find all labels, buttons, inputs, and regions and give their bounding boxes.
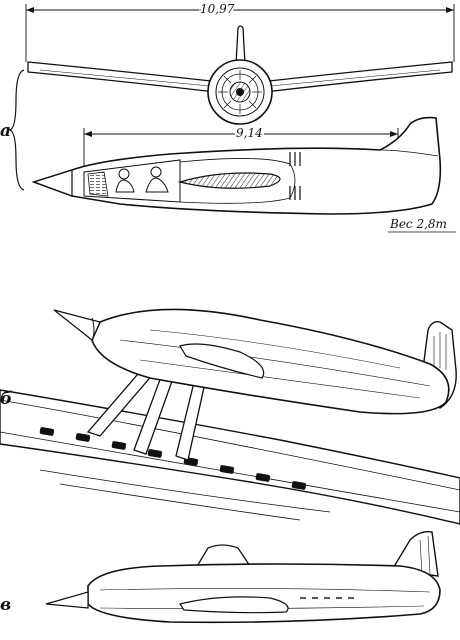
side-view-fin: [390, 530, 439, 577]
plan-view-fuselage: [31, 116, 442, 215]
length-dimension-label: 9,14: [236, 126, 263, 140]
span-dimension-label: 10,97: [200, 2, 235, 16]
span-dimension-line: [25, 4, 455, 62]
parasite-wing-stub: [179, 343, 265, 379]
carrier-aircraft: [0, 389, 460, 525]
weight-note: Вес 2,8т: [389, 217, 447, 231]
side-view-canopy: [194, 544, 252, 569]
parasite-aircraft: [53, 308, 457, 415]
panel-c: в: [0, 530, 441, 624]
side-view-wing-stub: [179, 596, 289, 614]
side-view-fuselage: [87, 563, 441, 624]
front-view-engine: [207, 59, 273, 125]
panel-c-letter: в: [0, 595, 11, 615]
panel-b-letter: б: [0, 389, 12, 409]
panel-a-bracket: [8, 69, 25, 191]
panel-b: б: [0, 308, 460, 525]
pilot-figures: [115, 166, 169, 193]
panel-a-letter: а: [0, 121, 11, 141]
plan-view-wing-section: [177, 172, 281, 189]
front-view-fin: [235, 25, 246, 65]
exhaust-slots: [289, 152, 301, 200]
panel-a: 10,97 а: [0, 0, 456, 233]
